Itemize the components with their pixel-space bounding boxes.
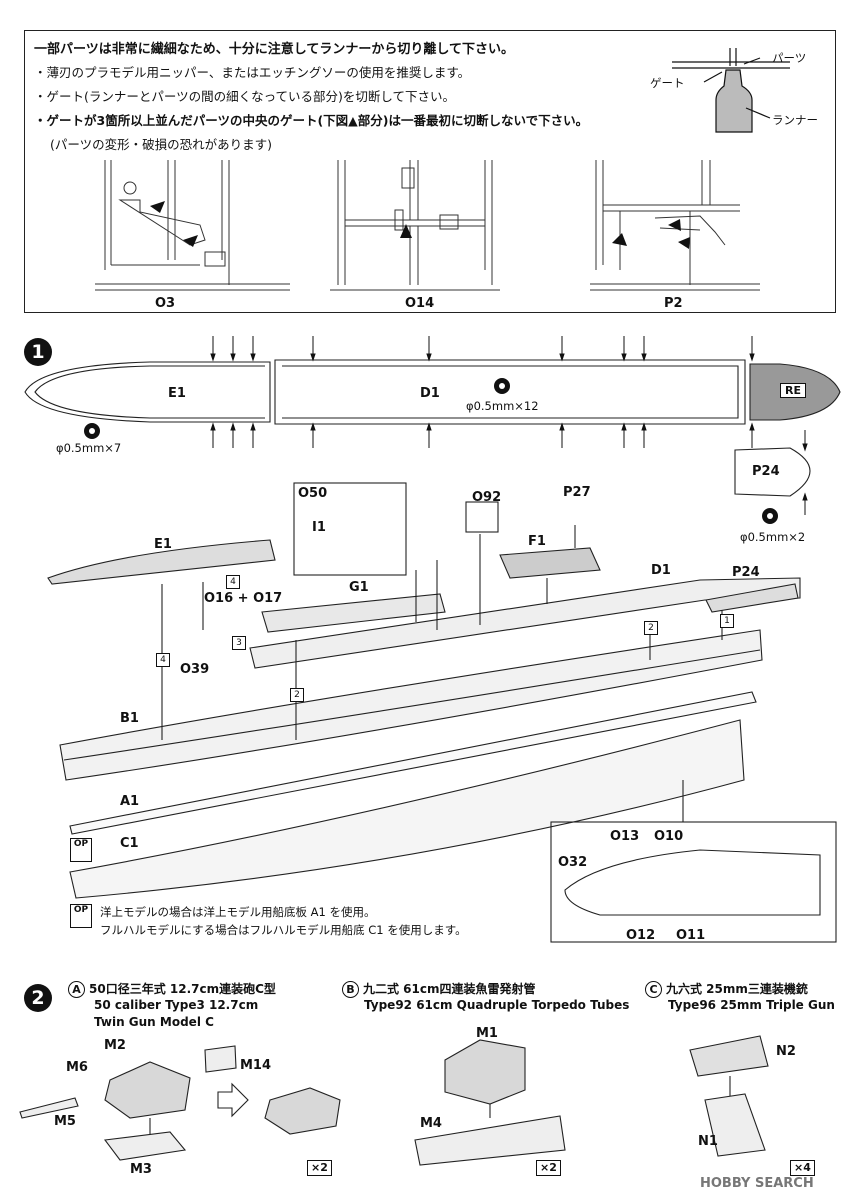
part-label: C1	[120, 836, 139, 851]
re-label: RE	[780, 383, 806, 398]
step-ref-box: 2	[290, 688, 304, 702]
step-ref-box: 2	[644, 621, 658, 635]
caution-line: ・ゲートが3箇所以上並んだパーツの中央のゲート(下図▲部分)は一番最初に切断しな…	[34, 113, 589, 128]
option-note-line: 洋上モデルの場合は洋上モデル用船底板 A1 を使用。	[100, 905, 376, 919]
part-label: O92	[472, 490, 502, 505]
subassembly-c-en1: Type96 25mm Triple Gun	[668, 998, 835, 1012]
part-label: O12	[626, 928, 656, 943]
part-label: M5	[54, 1114, 76, 1129]
part-label: G1	[349, 580, 369, 595]
gate-diagram-gate-label: ゲート	[650, 76, 685, 90]
example-label-o14: O14	[405, 296, 435, 311]
part-label: O32	[558, 855, 588, 870]
caution-box	[24, 30, 836, 313]
part-label: M3	[130, 1162, 152, 1177]
part-label: E1	[168, 386, 186, 401]
drill-note-center: φ0.5mm×12	[466, 399, 539, 413]
part-label: D1	[420, 386, 440, 401]
part-label: O39	[180, 662, 210, 677]
part-label: E1	[154, 537, 172, 552]
part-label: M1	[476, 1026, 498, 1041]
part-label: N1	[698, 1134, 718, 1149]
part-label: M14	[240, 1058, 272, 1073]
option-icon: OP	[70, 838, 92, 862]
watermark: HOBBY SEARCH	[700, 1176, 814, 1191]
gate-diagram-runner-label: ランナー	[772, 113, 818, 127]
gate-diagram-part-label: パーツ	[772, 51, 807, 65]
letter-b-icon: B	[342, 981, 359, 998]
quantity-badge: ×4	[790, 1160, 815, 1176]
example-label-o3: O3	[155, 296, 176, 311]
subassembly-b-en1: Type92 61cm Quadruple Torpedo Tubes	[364, 998, 630, 1012]
letter-c-icon: C	[645, 981, 662, 998]
part-label: P24	[732, 565, 760, 580]
subassembly-a-en1: 50 caliber Type3 12.7cm	[94, 998, 259, 1012]
option-note-line: フルハルモデルにする場合はフルハルモデル用船底 C1 を使用します。	[100, 923, 467, 937]
part-label: P27	[563, 485, 591, 500]
part-label: F1	[528, 534, 546, 549]
part-label: O50	[298, 486, 328, 501]
part-label: O10	[654, 829, 684, 844]
caution-line: (パーツの変形・破損の恐れがあります)	[50, 137, 273, 152]
part-label: I1	[312, 520, 326, 535]
part-label: P24	[752, 464, 780, 479]
part-label: O13	[610, 829, 640, 844]
part-label: B1	[120, 711, 139, 726]
part-label: D1	[651, 563, 671, 578]
caution-heading: 一部パーツは非常に繊細なため、十分に注意してランナーから切り離して下さい。	[34, 42, 514, 57]
step-1-badge: 1	[24, 338, 52, 366]
part-label: M6	[66, 1060, 88, 1075]
part-label: O11	[676, 928, 706, 943]
letter-a-icon: A	[68, 981, 85, 998]
step-ref-box: 4	[226, 575, 240, 589]
quantity-badge: ×2	[536, 1160, 561, 1176]
step-2-badge: 2	[24, 984, 52, 1012]
part-label: O16 + O17	[204, 591, 283, 606]
option-icon: OP	[70, 904, 92, 928]
part-label: M2	[104, 1038, 126, 1053]
part-label: M4	[420, 1116, 442, 1131]
example-label-p2: P2	[664, 296, 683, 311]
step-ref-box: 4	[156, 653, 170, 667]
caution-line: ・ゲート(ランナーとパーツの間の細くなっている部分)を切断して下さい。	[34, 89, 456, 104]
step-ref-box: 1	[720, 614, 734, 628]
caution-line: ・薄刃のプラモデル用ニッパー、またはエッチングソーの使用を推奨します。	[34, 65, 471, 80]
drill-note-bow: φ0.5mm×7	[56, 441, 122, 455]
part-label: A1	[120, 794, 140, 809]
subassembly-a-en2: Twin Gun Model C	[94, 1015, 214, 1029]
step-ref-box: 3	[232, 636, 246, 650]
drill-note-stern: φ0.5mm×2	[740, 530, 806, 544]
quantity-badge: ×2	[307, 1160, 332, 1176]
part-label: N2	[776, 1044, 796, 1059]
